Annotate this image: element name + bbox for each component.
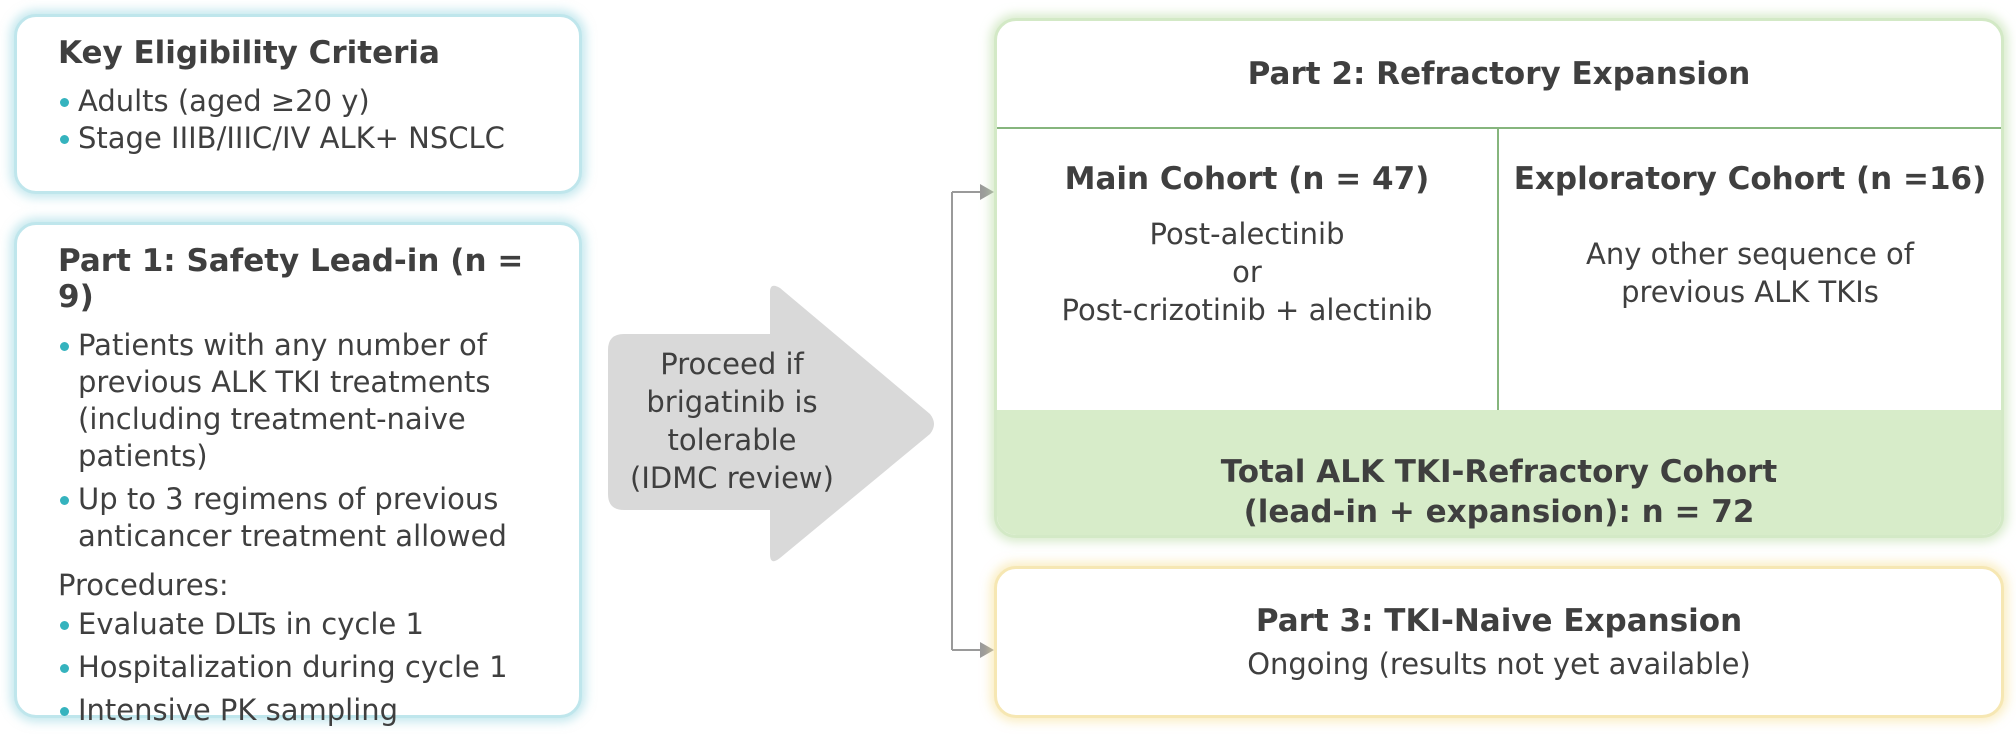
arrowhead-to-part2-icon [980,184,994,200]
procedure-item-pk: Intensive PK sampling [58,692,555,729]
exploratory-cohort-description: Any other sequence of previous ALK TKIs [1499,235,2001,311]
part1-box: Part 1: Safety Lead-in (n = 9) Patients … [14,222,582,727]
part1-title: Part 1: Safety Lead-in (n = 9) [58,243,524,315]
eligibility-list: Adults (aged ≥20 y) Stage IIIB/IIIC/IV A… [58,83,555,157]
part2-title: Part 2: Refractory Expansion [1247,56,1751,92]
proceed-arrow-icon [608,285,934,562]
total-cohort-line: Total ALK TKI-Refractory Cohort [1220,454,1778,490]
main-cohort-line: or [1232,255,1262,289]
part1-item-regimens: Up to 3 regimens of previous anticancer … [58,481,555,555]
part1-criteria-list: Patients with any number of previous ALK… [58,327,555,555]
total-cohort-line: (lead-in + expansion): n = 72 [1243,494,1755,530]
procedures-label: Procedures: [58,568,229,602]
main-cohort-line: Post-alectinib [1149,217,1345,251]
total-cohort-title: Total ALK TKI-Refractory Cohort (lead-in… [997,452,2001,532]
part3-title: Part 3: TKI-Naive Expansion [1255,603,1743,639]
arrow-line: Proceed if [660,347,804,381]
eligibility-item-adults: Adults (aged ≥20 y) [58,83,555,120]
eligibility-item-stage: Stage IIIB/IIIC/IV ALK+ NSCLC [58,120,555,157]
total-cohort-band: Total ALK TKI-Refractory Cohort (lead-in… [997,410,2001,535]
eligibility-title: Key Eligibility Criteria [58,35,440,71]
procedures-list: Evaluate DLTs in cycle 1 Hospitalization… [58,606,555,729]
arrow-line: (IDMC review) [630,461,834,495]
part1-item-previous-tki: Patients with any number of previous ALK… [58,327,555,475]
procedure-item-dlt: Evaluate DLTs in cycle 1 [58,606,555,643]
main-cohort-description: Post-alectinib or Post-crizotinib + alec… [997,215,1497,329]
exploratory-cohort-cell: Exploratory Cohort (n =16) Any other seq… [1499,129,2001,410]
procedure-item-hospitalization: Hospitalization during cycle 1 [58,649,555,686]
part3-box: Part 3: TKI-Naive Expansion Ongoing (res… [994,566,2004,718]
main-cohort-line: Post-crizotinib + alectinib [1061,293,1433,327]
arrow-line: tolerable [667,423,797,457]
arrow-shape [608,285,934,562]
eligibility-box: Key Eligibility Criteria Adults (aged ≥2… [14,14,582,194]
main-cohort-title: Main Cohort (n = 47) [1064,161,1430,197]
exploratory-cohort-line: Any other sequence of [1586,237,1914,271]
arrow-line: brigatinib is [646,385,818,419]
arrowhead-to-part3-icon [980,642,994,658]
branch-connector [951,184,994,658]
main-cohort-cell: Main Cohort (n = 47) Post-alectinib or P… [997,129,1499,410]
exploratory-cohort-line: previous ALK TKIs [1621,275,1879,309]
part2-box: Part 2: Refractory Expansion Main Cohort… [994,18,2004,538]
exploratory-cohort-title: Exploratory Cohort (n =16) [1513,161,1987,197]
part2-header: Part 2: Refractory Expansion [997,21,2001,129]
part3-subtitle: Ongoing (results not yet available) [1247,647,1751,681]
arrow-label: Proceed if brigatinib is tolerable (IDMC… [622,345,842,497]
